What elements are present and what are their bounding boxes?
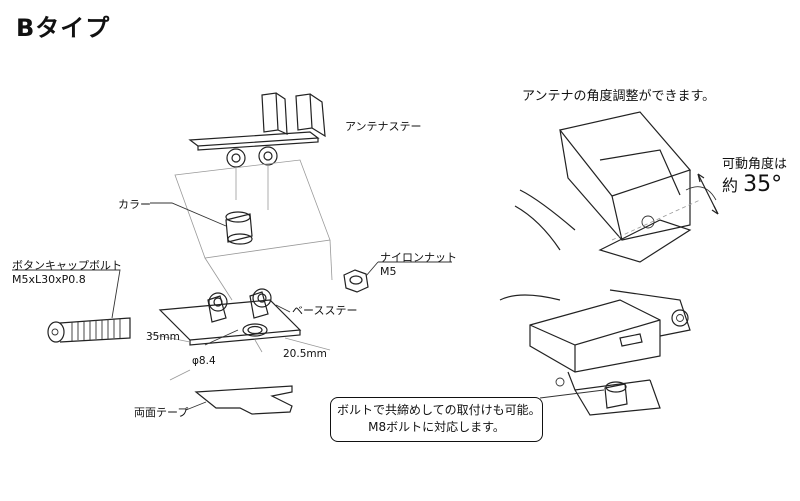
- collar-label: カラー: [118, 198, 151, 211]
- base-stay-part: [158, 288, 302, 346]
- angle-prefix: 約: [722, 176, 739, 195]
- dimension-35mm-label: 35mm: [146, 331, 180, 343]
- page-title: Bタイプ: [16, 14, 111, 42]
- note-line-1: ボルトで共締めしての取付けも可能。: [337, 403, 541, 417]
- bolt-mount-note: ボルトで共締めしての取付けも可能。 M8ボルトに対応します。: [330, 397, 543, 442]
- antenna-stay-label: アンテナステー: [345, 120, 422, 133]
- antenna-device-tilted: [514, 111, 719, 263]
- movable-angle-value: 約 35°: [722, 172, 782, 197]
- nut-name-label: ナイロンナット: [380, 251, 457, 264]
- nylon-nut-part: [343, 269, 369, 293]
- collar-part: [225, 211, 253, 245]
- nut-spec-label: M5: [380, 265, 397, 278]
- movable-angle-label: 可動角度は: [722, 157, 788, 172]
- bolt-name-label: ボタンキャップボルト: [12, 259, 122, 272]
- note-line-2: M8ボルトに対応します。: [368, 420, 505, 434]
- double-sided-tape-part: [169, 369, 293, 415]
- antenna-stay-part: [188, 92, 326, 168]
- antenna-device-bolt-mounted: [499, 289, 691, 416]
- angle-adjust-caption: アンテナの角度調整ができます。: [522, 89, 716, 104]
- button-cap-bolt-part: [47, 317, 131, 343]
- base-stay-label: ベースステー: [292, 304, 358, 317]
- dimension-20-5mm-label: 20.5mm: [283, 348, 327, 360]
- hole-diameter-label: φ8.4: [192, 355, 216, 367]
- angle-number: 35°: [743, 172, 783, 197]
- bolt-spec-label: M5xL30xP0.8: [12, 273, 86, 286]
- double-sided-tape-label: 両面テープ: [134, 406, 189, 419]
